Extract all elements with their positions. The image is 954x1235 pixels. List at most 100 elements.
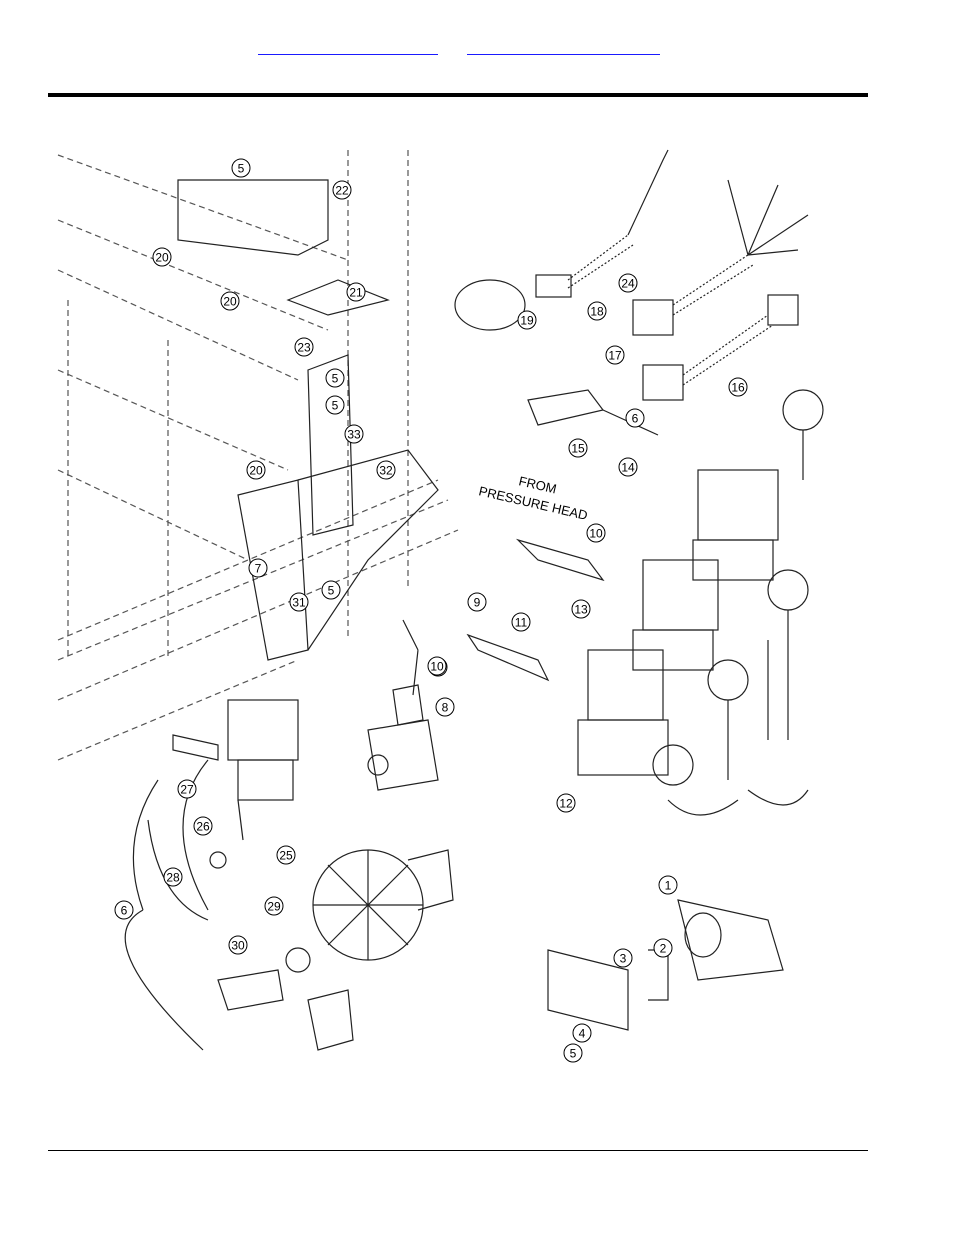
footer-rule (48, 1150, 868, 1151)
callout-circle (587, 301, 607, 321)
callout-8: 8 (435, 697, 455, 717)
callout-15: 15 (568, 438, 588, 458)
callout-23: 23 (294, 337, 314, 357)
callout-number: 4 (579, 1027, 586, 1041)
callout-circle (264, 896, 284, 916)
callout-circle (114, 900, 134, 920)
callout-30: 30 (228, 935, 248, 955)
tee-fitting (367, 684, 439, 791)
callout-circle (289, 592, 309, 612)
valve-manifold (577, 389, 824, 816)
callout-5: 5 (231, 158, 251, 178)
callout-number: 5 (332, 372, 339, 386)
callout-circle (568, 438, 588, 458)
flow-valve (172, 699, 299, 869)
callout-number: 31 (292, 596, 306, 610)
callout-number: 23 (297, 341, 311, 355)
callout-circle (435, 697, 455, 717)
callout-circle (511, 612, 531, 632)
callout-number: 10 (430, 660, 444, 674)
callout-number: 13 (574, 603, 588, 617)
callout-circle (231, 158, 251, 178)
callout-6-bracket (124, 779, 204, 1051)
callout-circle (613, 948, 633, 968)
callout-number: 11 (515, 616, 528, 630)
wiring-harness (454, 149, 809, 436)
callout-number: 8 (442, 701, 449, 715)
callout-circle (294, 337, 314, 357)
callout-12: 12 (556, 793, 576, 813)
callout-circle (572, 1023, 592, 1043)
callout-circle (658, 875, 678, 895)
callout-circle (625, 408, 645, 428)
callout-number: 16 (731, 381, 745, 395)
callout-circle (246, 460, 266, 480)
callout-31: 31 (289, 592, 309, 612)
upper-bracket (177, 179, 390, 316)
callout-14: 14 (618, 457, 638, 477)
callout-number: 33 (347, 428, 361, 442)
callout-number: 32 (379, 464, 393, 478)
lower-bracket (237, 354, 439, 661)
callout-20: 20 (152, 247, 172, 267)
callout-26: 26 (193, 816, 213, 836)
callout-4: 4 (572, 1023, 592, 1043)
callout-circle (728, 377, 748, 397)
callout-number: 5 (238, 162, 245, 176)
callout-circle (177, 779, 197, 799)
callout-circle (556, 793, 576, 813)
callout-9: 9 (467, 592, 487, 612)
callout-number: 15 (571, 442, 585, 456)
mounting-plate (547, 949, 669, 1031)
callout-10: 10 (586, 523, 606, 543)
callout-27: 27 (177, 779, 197, 799)
hoses (147, 538, 605, 921)
callout-number: 20 (249, 464, 263, 478)
callout-5: 5 (325, 368, 345, 388)
callout-33: 33 (344, 424, 364, 444)
callout-20: 20 (246, 460, 266, 480)
callout-circle (618, 457, 638, 477)
callout-number: 27 (180, 783, 194, 797)
callout-number: 17 (608, 349, 622, 363)
header-rule (48, 93, 868, 97)
callout-11: 11 (511, 612, 531, 632)
callout-24: 24 (618, 273, 638, 293)
callout-circle (163, 867, 183, 887)
callout-circle (325, 395, 345, 415)
callout-number: 6 (632, 412, 639, 426)
callout-circle (332, 180, 352, 200)
header-link-1[interactable] (258, 40, 438, 55)
callout-19: 19 (517, 310, 537, 330)
callout-number: 14 (621, 461, 635, 475)
callout-circle (228, 935, 248, 955)
callout-number: 18 (590, 305, 604, 319)
header-link-2[interactable] (467, 40, 660, 55)
callout-6: 6 (625, 408, 645, 428)
callout-circle (248, 558, 268, 578)
callout-circle (276, 845, 296, 865)
callout-number: 5 (328, 584, 335, 598)
control-box (677, 899, 784, 981)
callout-circle (517, 310, 537, 330)
callout-number: 20 (223, 295, 237, 309)
callout-6: 6 (114, 900, 134, 920)
callout-number: 26 (196, 820, 210, 834)
callout-number: 6 (121, 904, 128, 918)
callout-5: 5 (321, 580, 341, 600)
callout-circle (376, 460, 396, 480)
callout-3: 3 (613, 948, 633, 968)
callout-10: 10 (427, 656, 447, 676)
callout-number: 3 (620, 952, 627, 966)
callout-number: 2 (660, 942, 667, 956)
callout-number: 28 (166, 871, 180, 885)
callout-number: 19 (520, 314, 534, 328)
callout-circle (586, 523, 606, 543)
callout-32: 32 (376, 460, 396, 480)
callout-number: 5 (570, 1047, 577, 1061)
callout-number: 9 (474, 596, 481, 610)
callout-circle (220, 291, 240, 311)
callout-circle (653, 938, 673, 958)
callout-29: 29 (264, 896, 284, 916)
callout-circle (346, 282, 366, 302)
